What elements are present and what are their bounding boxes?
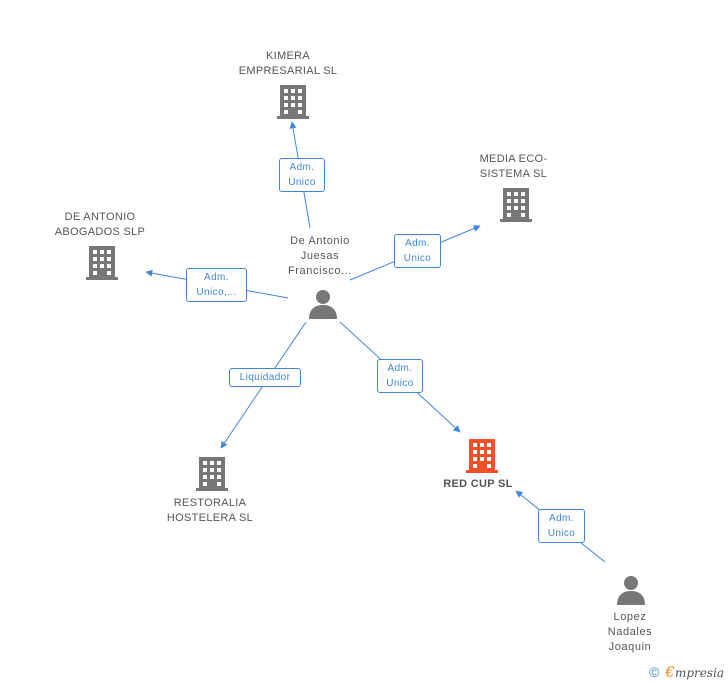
node-label-kimera[interactable]: KIMERA EMPRESARIAL SL: [228, 49, 348, 79]
label-line: Lopez: [613, 611, 647, 623]
label-line: RESTORALIA: [173, 497, 247, 509]
label-line: HOSTELERA SL: [166, 512, 254, 524]
relation-label-lopez[interactable]: Adm. Unico: [538, 509, 585, 543]
relation-line: Unico: [547, 528, 576, 539]
node-label-person-lopez[interactable]: Lopez Nadales Joaquin: [580, 610, 680, 655]
label-line: DE ANTONIO: [64, 211, 136, 223]
relation-label-kimera[interactable]: Adm. Unico: [279, 158, 325, 192]
label-line: EMPRESARIAL SL: [238, 65, 338, 77]
relation-line: Unico: [288, 177, 316, 188]
relation-line: Adm.: [405, 238, 430, 249]
footer-brand: © €mpresia: [649, 663, 724, 681]
brand-logo[interactable]: €mpresia: [665, 663, 724, 681]
building-icon[interactable]: [277, 85, 309, 119]
relation-line: Adm.: [204, 272, 229, 283]
node-label-restoralia[interactable]: RESTORALIA HOSTELERA SL: [150, 496, 270, 526]
label-line: Juesas: [300, 250, 340, 262]
person-icon[interactable]: [616, 575, 646, 605]
label-line: SISTEMA SL: [479, 168, 548, 180]
building-icon[interactable]: [86, 246, 118, 280]
node-label-deantonio[interactable]: DE ANTONIO ABOGADOS SLP: [40, 210, 160, 240]
label-line: MEDIA ECO-: [479, 153, 548, 165]
relation-label-deantonio[interactable]: Adm. Unico,...: [186, 268, 247, 302]
relation-line: Adm.: [289, 162, 315, 173]
building-icon[interactable]: [500, 188, 532, 222]
node-label-media[interactable]: MEDIA ECO- SISTEMA SL: [456, 152, 571, 182]
relation-line: Adm.: [387, 363, 413, 374]
relation-line: Unico: [386, 378, 414, 389]
node-label-redcup[interactable]: RED CUP SL: [420, 477, 536, 492]
building-icon[interactable]: [196, 457, 228, 491]
relation-label-redcup[interactable]: Adm. Unico: [377, 359, 423, 393]
relation-label-restoralia[interactable]: Liquidador: [229, 368, 301, 387]
relation-line: Liquidador: [239, 372, 291, 383]
focus-building-icon[interactable]: [466, 439, 498, 473]
copyright-icon: ©: [649, 664, 660, 680]
relation-line: Unico: [403, 253, 432, 264]
relation-line: Unico,...: [196, 287, 237, 298]
label-line: KIMERA: [266, 50, 310, 62]
label-line: Nadales: [607, 626, 653, 638]
brand-name: mpresia: [674, 666, 724, 680]
label-line: Joaquin: [608, 641, 652, 653]
relation-label-media[interactable]: Adm. Unico: [394, 234, 441, 268]
relation-line: Adm.: [549, 513, 574, 524]
label-line: De Antonio: [290, 235, 350, 247]
brand-initial: €: [665, 663, 675, 681]
label-line: Francisco...: [287, 265, 353, 277]
node-label-person-main[interactable]: De Antonio Juesas Francisco...: [265, 234, 375, 279]
person-icon[interactable]: [308, 289, 338, 319]
label-line: ABOGADOS SLP: [54, 226, 146, 238]
label-line: RED CUP SL: [443, 478, 513, 490]
